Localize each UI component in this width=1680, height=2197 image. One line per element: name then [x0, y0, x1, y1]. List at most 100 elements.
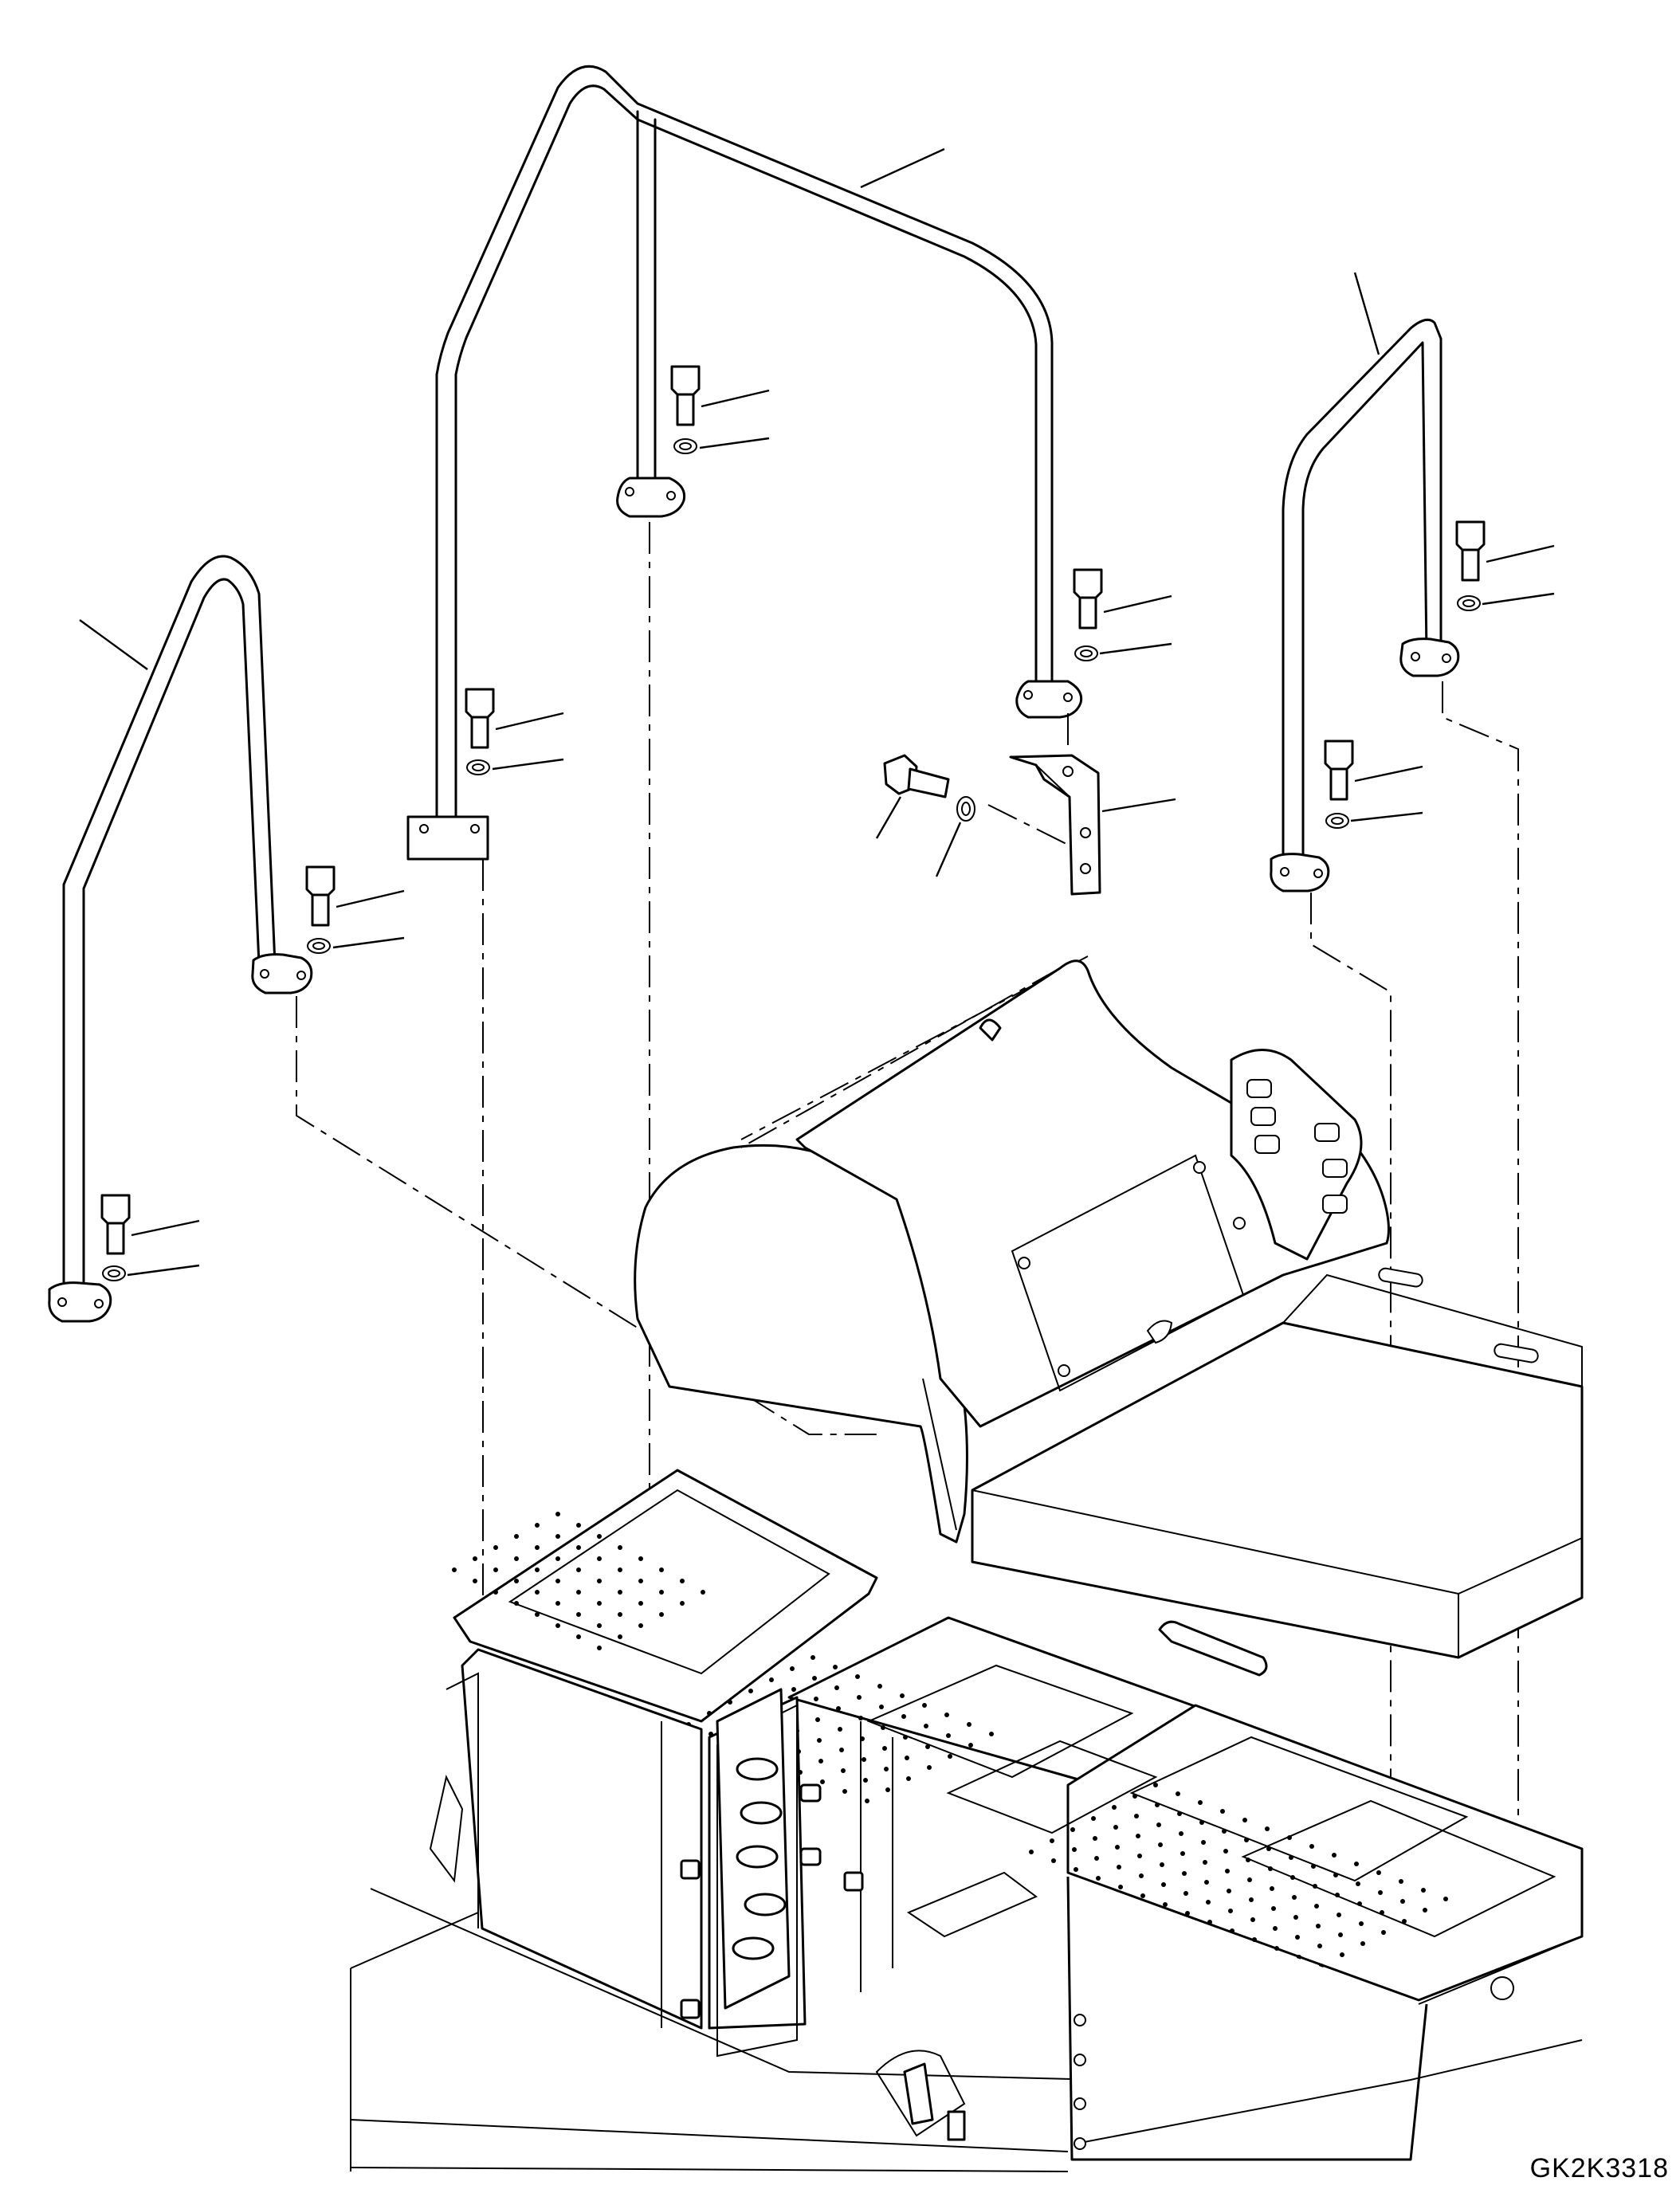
perforation-dot — [1201, 1840, 1206, 1845]
perforation-dot — [1268, 1866, 1273, 1871]
perforation-dot — [967, 1722, 971, 1727]
perforation-dot — [989, 1732, 994, 1736]
perforation-dot — [555, 1512, 560, 1516]
perforation-dot — [1249, 1897, 1254, 1902]
perforation-dot — [900, 1693, 905, 1698]
perforation-dot — [576, 1590, 581, 1595]
bolt-set-3 — [305, 865, 405, 954]
perforation-dot — [535, 1612, 540, 1617]
perforation-dot — [879, 1705, 884, 1709]
perforation-dot — [1160, 1862, 1164, 1867]
perforation-dot — [922, 1703, 927, 1708]
perforation-dot — [1421, 1888, 1426, 1893]
perforation-dot — [1332, 1853, 1337, 1858]
perforation-dot — [1070, 1827, 1075, 1832]
perforation-dot — [885, 1787, 890, 1792]
perforation-dot — [1402, 1919, 1407, 1924]
handrail-large — [406, 65, 1083, 861]
perforation-dot — [1295, 1935, 1300, 1940]
perforation-dot — [818, 1759, 823, 1763]
perforation-dot — [535, 1590, 540, 1595]
perforation-dot — [680, 1601, 685, 1606]
perforation-dot — [1179, 1831, 1183, 1836]
perforation-dot — [1376, 1870, 1381, 1875]
perforation-dot — [1230, 1928, 1234, 1933]
perforation-dot — [1139, 1873, 1144, 1878]
perforation-dot — [1337, 1913, 1341, 1917]
bolt-set-4 — [100, 1194, 200, 1281]
perforation-dot — [1380, 1910, 1384, 1915]
angle-bracket — [1009, 754, 1176, 896]
perforation-dot — [535, 1523, 540, 1528]
perforation-dot — [1096, 1876, 1101, 1881]
drawing-code: GK2K3318 — [1529, 2153, 1669, 2183]
perforation-dot — [769, 1677, 774, 1682]
perforation-dot — [1381, 1930, 1386, 1935]
perforation-dot — [1311, 1864, 1316, 1869]
perforation-dot — [1198, 1800, 1203, 1805]
perforation-dot — [748, 1689, 753, 1693]
perforation-dot — [1206, 1900, 1211, 1905]
frame-structure — [350, 1648, 1583, 2172]
perforation-dot — [1203, 1860, 1207, 1865]
perforation-dot — [791, 1687, 796, 1692]
perforation-dot — [1252, 1937, 1257, 1942]
perforation-dot — [1112, 1805, 1117, 1810]
perforation-dot — [841, 1768, 846, 1773]
perforation-dot — [1137, 1854, 1142, 1858]
perforation-dot — [1072, 1847, 1077, 1852]
perforation-dot — [1340, 1952, 1344, 1957]
perforation-dot — [1314, 1904, 1319, 1909]
perforation-dot — [728, 1700, 732, 1705]
perforation-dot — [473, 1579, 477, 1583]
perforation-dot — [618, 1590, 622, 1595]
perforation-dot — [1316, 1924, 1321, 1928]
perforation-dot — [1183, 1891, 1188, 1896]
perforation-dot — [1354, 1862, 1359, 1866]
perforation-dot — [1163, 1902, 1168, 1907]
perforation-dot — [597, 1623, 602, 1628]
perforation-dot — [1207, 1920, 1212, 1924]
perforation-dot — [1117, 1865, 1121, 1869]
perforation-dot — [514, 1556, 519, 1561]
perforation-dot — [1273, 1926, 1278, 1931]
perforation-dot — [493, 1567, 498, 1572]
perforation-dot — [1199, 1820, 1204, 1825]
handrail-left-base-plate-top — [251, 953, 313, 995]
perforation-dot — [555, 1556, 560, 1561]
floor-plates — [453, 1469, 1584, 2002]
perforation-dot — [1180, 1851, 1185, 1856]
perforation-dot — [597, 1646, 602, 1650]
bolt-set-5 — [1073, 568, 1172, 661]
perforation-dot — [1400, 1899, 1405, 1904]
perforation-dot — [855, 1674, 860, 1679]
perforation-dot — [857, 1695, 862, 1700]
perforation-dot — [576, 1634, 581, 1639]
handrail-right — [1270, 272, 1460, 893]
perforation-dot — [707, 1711, 712, 1716]
perforation-dot — [659, 1590, 664, 1595]
perforation-dot — [1176, 1791, 1180, 1796]
perforation-dot — [906, 1776, 911, 1781]
perforation-dot — [638, 1623, 643, 1628]
bolt-set-6 — [1455, 520, 1555, 611]
perforation-dot — [1423, 1908, 1427, 1913]
perforation-dot — [1153, 1783, 1158, 1787]
perforation-dot — [1246, 1858, 1250, 1862]
perforation-dot — [884, 1767, 889, 1771]
perforation-dot — [838, 1727, 842, 1732]
perforation-dot — [1357, 1901, 1362, 1906]
hydraulic-valve-fittings — [680, 1688, 864, 2019]
perforation-dot — [1265, 1826, 1270, 1831]
perforation-dot — [1115, 1845, 1120, 1850]
perforation-dot — [514, 1534, 519, 1539]
perforation-dot — [944, 1712, 949, 1717]
perforation-dot — [1359, 1921, 1364, 1926]
perforation-dot — [576, 1567, 581, 1572]
perforation-dot — [597, 1534, 602, 1539]
perforation-dot — [1204, 1880, 1209, 1885]
perforation-dot — [901, 1714, 906, 1719]
perforation-dot — [1309, 1844, 1314, 1849]
handrail-large-base-plate-front — [1015, 680, 1083, 719]
